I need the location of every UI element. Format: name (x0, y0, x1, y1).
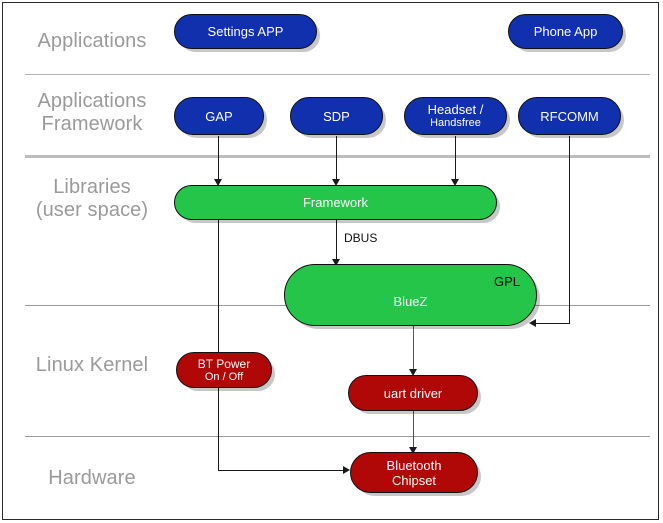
node-settings-app[interactable]: Settings APP (174, 14, 317, 49)
node-bluez-gpl-tag: GPL (493, 274, 520, 289)
edge-gap-to-chipset-vertical (218, 136, 219, 471)
divider-applications-framework (25, 155, 650, 158)
edge-bluez-to-uart-vertical (413, 326, 414, 371)
node-headset-handsfree[interactable]: Headset / Handsfree (404, 97, 507, 135)
node-framework[interactable]: Framework (174, 185, 497, 220)
divider-linux-kernel (25, 436, 650, 437)
edge-rfcomm-to-bluez-arrowhead (529, 319, 536, 327)
node-bluetooth-chipset-label-line1: Bluetooth (386, 457, 442, 473)
node-rfcomm-label: RFCOMM (540, 108, 599, 124)
node-framework-label: Framework (302, 195, 368, 210)
node-bluez[interactable]: GPL BlueZ (284, 264, 537, 326)
edge-gap-to-chipset-horizontal (218, 470, 344, 471)
edge-label-dbus: DBUS (342, 231, 380, 245)
node-headset-handsfree-label-line2: Handsfree (430, 117, 481, 129)
layer-label-libraries: Libraries (user space) (35, 176, 149, 221)
layer-label-hardware: Hardware (48, 467, 136, 489)
node-sdp-label: SDP (323, 108, 350, 124)
edge-headset-to-framework-arrowhead (450, 179, 459, 186)
edge-headset-to-framework-vertical (455, 136, 456, 180)
node-rfcomm[interactable]: RFCOMM (518, 97, 621, 135)
node-bluez-label: BlueZ (393, 293, 428, 309)
edge-uart-to-chipset-arrowhead (408, 447, 417, 454)
edge-sdp-to-framework-vertical (336, 136, 337, 180)
layer-label-applications: Applications (37, 30, 147, 52)
edge-bluez-to-uart-arrowhead (408, 369, 417, 376)
node-phone-app[interactable]: Phone App (508, 14, 623, 49)
layer-label-linux-kernel: Linux Kernel (35, 354, 149, 376)
node-bt-power-label-line2: On / Off (204, 370, 244, 383)
edge-gap-to-framework-arrowhead (213, 179, 222, 186)
edge-rfcomm-to-bluez-horizontal (534, 323, 570, 324)
node-uart-driver[interactable]: uart driver (348, 375, 478, 411)
node-bluetooth-chipset-label-line2: Chipset (391, 472, 437, 488)
edge-sdp-to-framework-arrowhead (331, 179, 340, 186)
edge-framework-to-bluez-arrowhead (331, 259, 340, 266)
edge-uart-to-chipset-vertical (413, 410, 414, 450)
node-phone-app-label: Phone App (533, 24, 598, 39)
edge-rfcomm-to-bluez-vertical (569, 136, 570, 323)
node-settings-app-label: Settings APP (207, 24, 284, 39)
node-uart-driver-label: uart driver (383, 385, 443, 401)
node-headset-handsfree-label-line1: Headset / (427, 102, 484, 117)
node-gap-label: GAP (205, 108, 233, 124)
divider-applications (25, 74, 650, 75)
edge-framework-to-bluez-vertical (336, 220, 337, 260)
edge-gap-to-chipset-arrowhead (343, 466, 350, 474)
layer-label-applications-framework: Applications Framework (37, 90, 147, 135)
node-bluetooth-chipset[interactable]: Bluetooth Chipset (350, 452, 478, 493)
node-bt-power-label-line1: BT Power (197, 356, 251, 371)
node-gap[interactable]: GAP (174, 97, 264, 135)
node-bt-power[interactable]: BT Power On / Off (176, 352, 272, 388)
node-sdp[interactable]: SDP (290, 97, 383, 135)
